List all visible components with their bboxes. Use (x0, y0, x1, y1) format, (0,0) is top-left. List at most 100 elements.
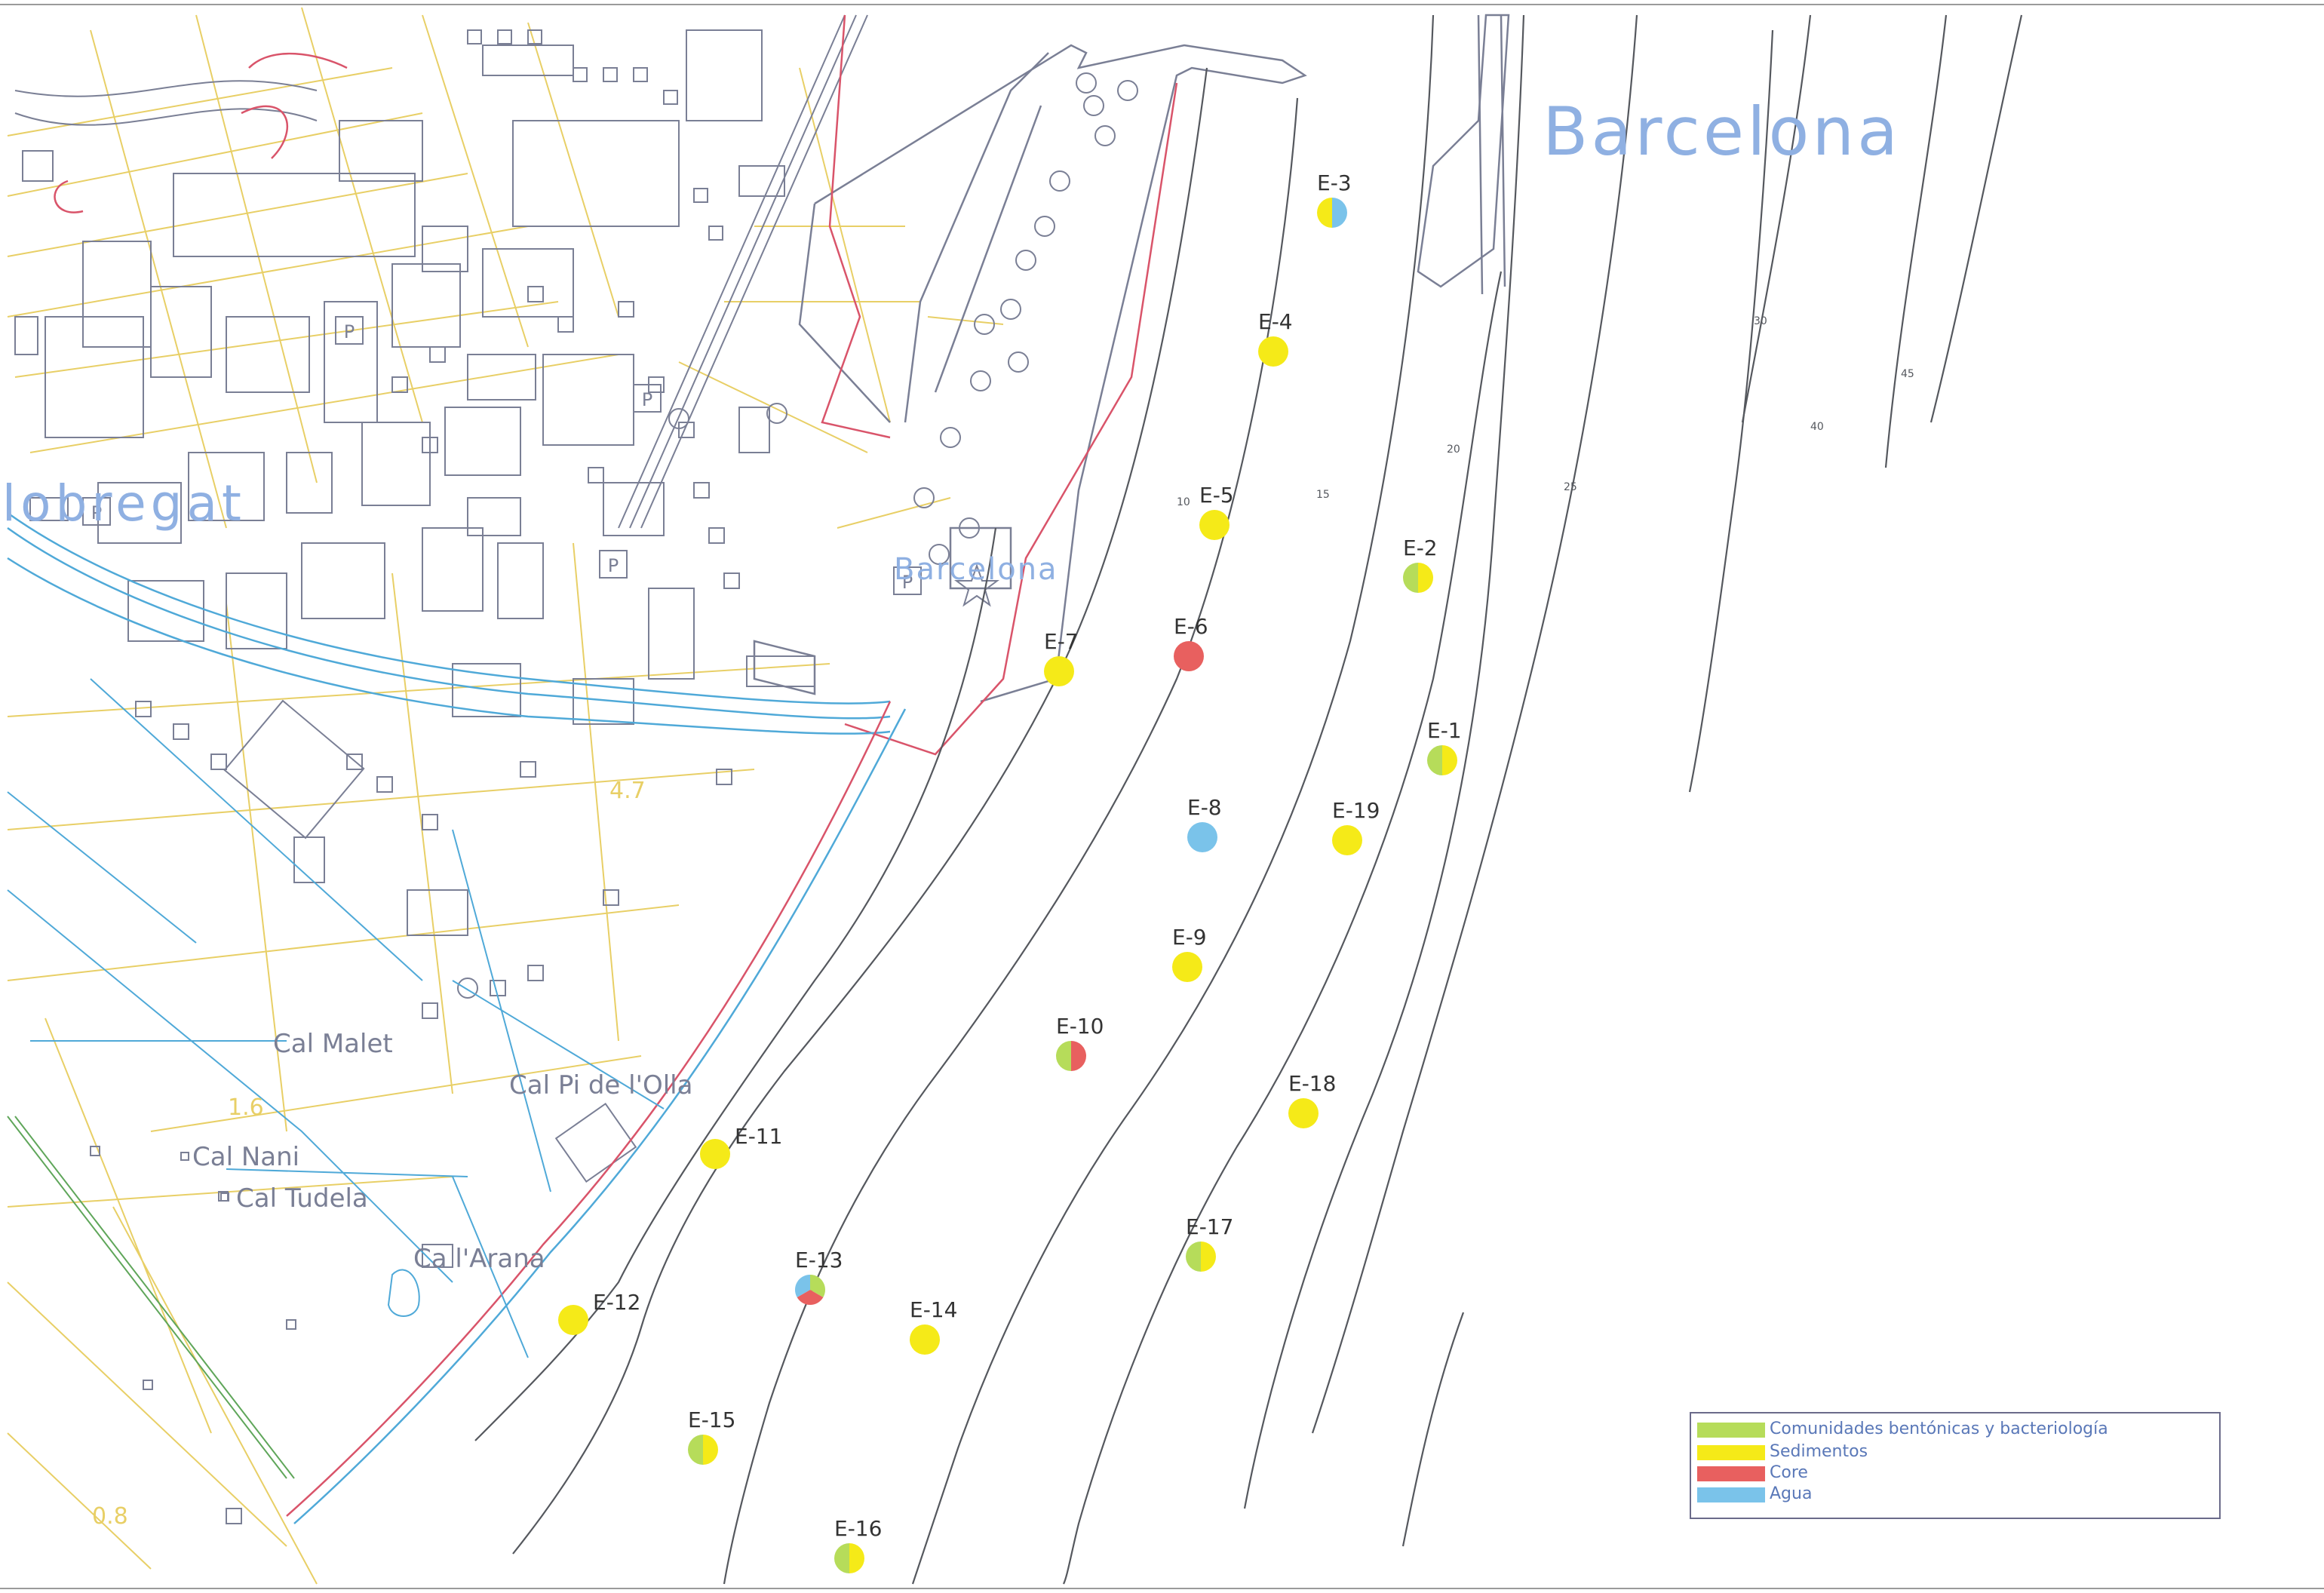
station-marker-slice (1403, 563, 1418, 593)
contour-label: 20 (1447, 444, 1460, 456)
parking-label: P (902, 572, 913, 593)
contour-depth-labels: 10 15 20 25 30 40 45 (1177, 315, 1914, 508)
station-label: E-10 (1056, 1014, 1104, 1039)
station-marker-slice (834, 1543, 849, 1573)
station-label: E-4 (1258, 309, 1293, 334)
legend-swatch (1697, 1423, 1765, 1438)
parking-label: P (608, 555, 619, 576)
station-e-1[interactable]: E-1 (1427, 718, 1462, 775)
station-label: E-17 (1186, 1214, 1233, 1239)
station-marker-slice (1071, 1041, 1086, 1071)
station-label: E-7 (1044, 629, 1079, 654)
legend-item-sedimentos: Sedimentos (1691, 1442, 2219, 1462)
contour-label: 45 (1901, 368, 1914, 380)
station-marker (1187, 822, 1217, 852)
barcelona-title: Barcelona (1543, 93, 1901, 170)
storage-tanks (457, 72, 1138, 999)
station-e-11[interactable]: E-11 (700, 1124, 782, 1169)
pond (387, 1269, 420, 1317)
elevation-label: 4.7 (609, 778, 646, 804)
station-e-10[interactable]: E-10 (1056, 1014, 1104, 1071)
legend-label: Sedimentos (1770, 1442, 1868, 1461)
elevation-label: 0.8 (92, 1503, 128, 1530)
sampling-stations: E-1E-2E-3E-4E-5E-6E-7E-8E-9E-10E-11E-12E… (558, 170, 1462, 1573)
railway-lines (14, 14, 868, 529)
station-label: E-1 (1427, 718, 1462, 743)
elevation-label: 1.6 (228, 1094, 264, 1121)
station-label: E-2 (1403, 536, 1438, 560)
cal-tudela-label: Cal Tudela (236, 1183, 368, 1214)
station-marker-slice (1056, 1041, 1071, 1071)
legend-label: Agua (1770, 1484, 1813, 1503)
station-e-14[interactable]: E-14 (910, 1297, 957, 1355)
legend-swatch (1697, 1466, 1765, 1481)
parking-label: P (91, 502, 102, 523)
parking-label: P (642, 389, 652, 410)
bathymetric-contours (474, 14, 2023, 1585)
cal-nani-label: Cal Nani (192, 1142, 299, 1172)
station-marker-slice (688, 1435, 703, 1465)
legend-item-core: Core (1691, 1463, 2219, 1483)
contour-label: 40 (1810, 421, 1824, 433)
legend: Comunidades bentónicas y bacteriología S… (1690, 1412, 2221, 1519)
station-e-5[interactable]: E-5 (1199, 483, 1234, 540)
legend-label: Core (1770, 1463, 1808, 1482)
street-network (7, 7, 1004, 1585)
station-e-17[interactable]: E-17 (1186, 1214, 1233, 1272)
small-buildings (90, 29, 740, 1524)
station-label: E-14 (910, 1297, 957, 1322)
landmark-star-icon (954, 563, 999, 607)
coastline (286, 701, 907, 1524)
station-marker (1288, 1098, 1319, 1128)
channel (7, 1116, 295, 1479)
station-marker-slice (1418, 563, 1433, 593)
station-e-16[interactable]: E-16 (834, 1516, 882, 1573)
contour-label: 30 (1754, 315, 1767, 327)
barcelona-small-label: Barcelona (894, 552, 1058, 587)
station-e-2[interactable]: E-2 (1403, 536, 1438, 593)
station-marker-slice (795, 1275, 810, 1297)
station-marker (1044, 656, 1074, 686)
legend-item-agua: Agua (1691, 1484, 2219, 1504)
legend-swatch (1697, 1487, 1765, 1502)
station-marker (700, 1139, 730, 1169)
station-e-8[interactable]: E-8 (1187, 795, 1222, 852)
contour-label: 25 (1564, 481, 1577, 493)
port-terminal (753, 14, 1510, 703)
cal-malet-label: Cal Malet (273, 1029, 393, 1059)
station-marker (910, 1324, 940, 1355)
legend-label: Comunidades bentónicas y bacteriología (1770, 1420, 2108, 1438)
station-e-7[interactable]: E-7 (1044, 629, 1079, 686)
station-marker-slice (849, 1543, 864, 1573)
station-e-6[interactable]: E-6 (1174, 614, 1208, 671)
station-marker (1174, 641, 1204, 671)
station-e-13[interactable]: E-13 (795, 1248, 843, 1306)
station-marker (1172, 952, 1202, 982)
station-e-12[interactable]: E-12 (558, 1290, 640, 1335)
station-label: E-16 (834, 1516, 882, 1541)
station-label: E-15 (688, 1407, 735, 1432)
station-e-19[interactable]: E-19 (1332, 798, 1380, 855)
station-label: E-8 (1187, 795, 1222, 820)
station-e-4[interactable]: E-4 (1258, 309, 1293, 367)
ca-larana-label: Ca l'Arana (413, 1244, 545, 1274)
station-label: E-5 (1199, 483, 1234, 508)
station-label: E-18 (1288, 1071, 1336, 1096)
contour-label: 15 (1316, 489, 1330, 501)
station-e-9[interactable]: E-9 (1172, 925, 1207, 982)
station-marker (558, 1305, 588, 1335)
station-label: E-12 (593, 1290, 640, 1315)
contour-label: 10 (1177, 496, 1190, 508)
station-e-18[interactable]: E-18 (1288, 1071, 1336, 1128)
station-marker (1199, 510, 1230, 540)
station-e-3[interactable]: E-3 (1317, 170, 1352, 228)
llobregat-label: Llobregat (0, 474, 246, 533)
legend-swatch (1697, 1445, 1765, 1460)
station-e-15[interactable]: E-15 (688, 1407, 735, 1465)
station-marker-slice (1186, 1242, 1201, 1272)
station-marker-slice (1442, 745, 1457, 775)
parking-label: P (344, 321, 355, 342)
station-marker-slice (1201, 1242, 1216, 1272)
station-label: E-13 (795, 1248, 843, 1272)
